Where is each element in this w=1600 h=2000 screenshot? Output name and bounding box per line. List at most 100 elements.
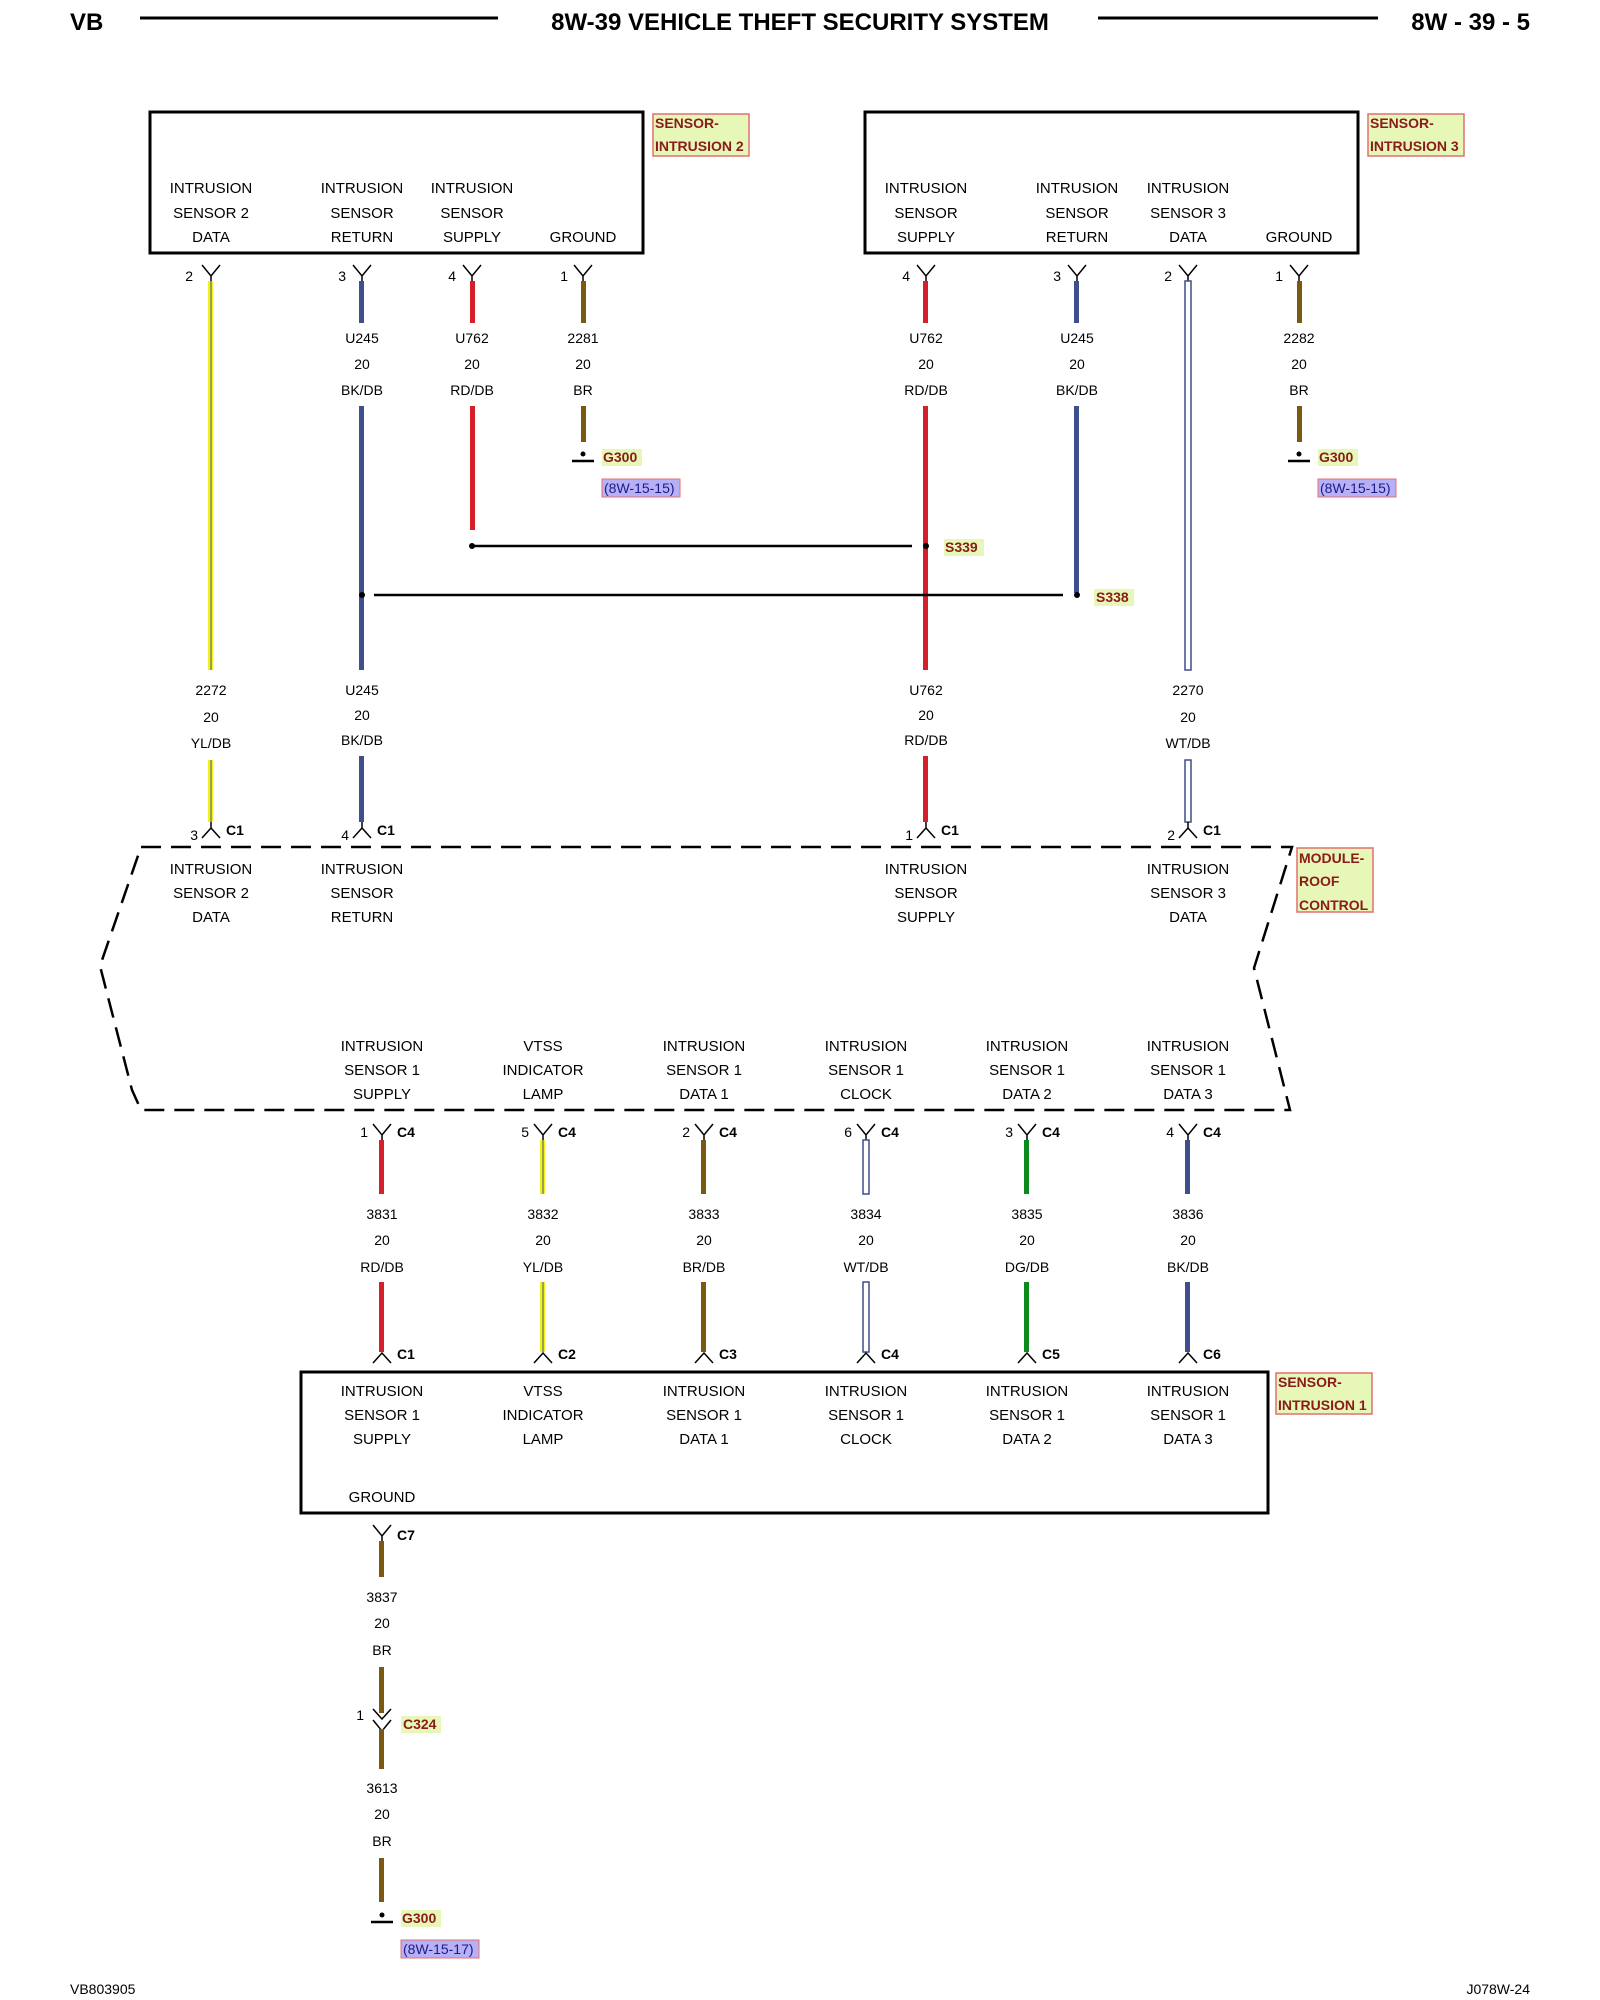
wire-circuit: U762: [909, 330, 943, 346]
wire-u762-sensor2[interactable]: [470, 281, 475, 530]
module-c1-pin-labels: 3 C1 4 C1 1 C1 2 C1: [190, 822, 1221, 843]
wire-color: RD/DB: [450, 382, 494, 398]
pin-symbol: [1067, 264, 1087, 283]
pin-symbol: [916, 264, 936, 283]
pin-number: 4: [448, 268, 456, 284]
connector-id: C5: [1042, 1346, 1060, 1362]
tag-background: [944, 539, 984, 556]
pin-label: DATA: [1169, 909, 1207, 926]
ground-tag: G300: [603, 449, 637, 465]
wire-fill: [379, 1858, 384, 1902]
sensor-intrusion-2-tag[interactable]: SENSOR- INTRUSION 2: [652, 113, 750, 157]
pin-label: SENSOR 1: [666, 1062, 742, 1079]
wire-color: BR: [573, 382, 592, 398]
ref-background: [1317, 478, 1397, 498]
sensor-intrusion-1-tag[interactable]: SENSOR- INTRUSION 1: [1275, 1372, 1373, 1415]
wire-2282[interactable]: [1297, 281, 1302, 442]
splice-tag: S339: [945, 539, 978, 555]
connector-id: C4: [1042, 1124, 1060, 1140]
wire-3831[interactable]: [379, 1140, 384, 1352]
splice-s339[interactable]: S339: [469, 539, 984, 556]
pin-symbol: [1289, 264, 1309, 283]
wire-3613[interactable]: [379, 1729, 384, 1902]
ground-g300-right[interactable]: G300 (8W-15-15): [1288, 449, 1397, 498]
wire-3837[interactable]: [379, 1541, 384, 1713]
wire-circuit: 3831: [366, 1206, 397, 1222]
wire-fill: [1297, 406, 1302, 442]
wire-color: BK/DB: [341, 732, 383, 748]
wire-color: WT/DB: [1165, 735, 1210, 751]
pin-label: INTRUSION: [663, 1383, 746, 1400]
pin-symbol: [1017, 1351, 1037, 1364]
tag-line: MODULE-: [1299, 850, 1365, 866]
wire-circuit: U245: [1060, 330, 1094, 346]
sensor-intrusion-3-tag[interactable]: SENSOR- INTRUSION 3: [1367, 113, 1465, 157]
wire-color: RD/DB: [904, 732, 948, 748]
connector-id: C4: [1203, 1124, 1221, 1140]
pin-number: 3: [190, 827, 198, 843]
pin-label: SENSOR 2: [173, 885, 249, 902]
pin-label: SUPPLY: [443, 229, 501, 246]
ground-g300-bottom[interactable]: G300 (8W-15-17): [371, 1910, 480, 1959]
wire-circuit: 3837: [366, 1589, 397, 1605]
tag-background: [1094, 589, 1134, 606]
wire-fill: [379, 1140, 384, 1194]
tag-line: INTRUSION 2: [655, 138, 744, 154]
wire-3832[interactable]: [540, 1140, 545, 1352]
pin-label: SENSOR: [440, 205, 504, 222]
tag-line: INTRUSION 3: [1370, 138, 1459, 154]
module-roof-control-tag[interactable]: MODULE- ROOF CONTROL: [1296, 847, 1374, 913]
ground-g300-left[interactable]: G300 (8W-15-15): [572, 449, 681, 498]
wire-2281[interactable]: [581, 281, 586, 442]
pin-label: INDICATOR: [502, 1062, 583, 1079]
wire-circuit: 3836: [1172, 1206, 1203, 1222]
pin-label: INTRUSION: [986, 1383, 1069, 1400]
wire-u245-sensor3[interactable]: [1074, 281, 1079, 593]
wire-2270[interactable]: [1184, 280, 1192, 823]
pin-number: 4: [1166, 1124, 1174, 1140]
wire-3833[interactable]: [701, 1140, 706, 1352]
pin-label: LAMP: [523, 1086, 564, 1103]
wire-2272[interactable]: [208, 281, 213, 822]
wire-u245-sensor2[interactable]: [359, 281, 364, 822]
tag-line: SENSOR-: [655, 115, 719, 131]
wire-fill: [470, 281, 475, 323]
pin-label: RETURN: [331, 909, 394, 926]
wire-color: WT/DB: [843, 1259, 888, 1275]
wire-fill: [1024, 1140, 1029, 1194]
pin-label: SENSOR 1: [828, 1062, 904, 1079]
pin-symbol: [1017, 1123, 1037, 1142]
wire-3835[interactable]: [1024, 1140, 1029, 1352]
wire-circuit: 2270: [1172, 682, 1203, 698]
inline-connector-c324[interactable]: 1 C324: [356, 1707, 441, 1733]
pin-label: DATA 3: [1163, 1431, 1212, 1448]
wire-fill: [379, 1667, 384, 1713]
wire-fill: [1074, 406, 1079, 593]
wire-gauge: 20: [1069, 356, 1085, 372]
pin-label: INTRUSION: [885, 180, 968, 197]
tag-background: [1318, 449, 1358, 466]
wire-fill: [359, 281, 364, 323]
wire-fill: [1074, 281, 1079, 323]
wire-fill: [701, 1282, 706, 1352]
connector-id: C4: [881, 1346, 899, 1362]
upper-wire-labels: U245 20 BK/DB U762 20 RD/DB 2281 20 BR U…: [341, 330, 1315, 398]
ground-dot: [580, 451, 586, 457]
wire-color: BR/DB: [683, 1259, 726, 1275]
pin-label: DATA 2: [1002, 1086, 1051, 1103]
wire-u762-sensor3[interactable]: [923, 281, 928, 822]
pin-label: INTRUSION: [825, 1383, 908, 1400]
ground-tag: G300: [1319, 449, 1353, 465]
pin-label: SENSOR 1: [989, 1062, 1065, 1079]
middle-wire-labels: 2272 20 YL/DB U245 20 BK/DB U762 20 RD/D…: [191, 682, 1211, 751]
wire-fill: [1184, 759, 1192, 823]
pin-symbol: [372, 1123, 392, 1142]
splice-s338[interactable]: S338: [359, 589, 1134, 606]
wire-3836[interactable]: [1185, 1140, 1190, 1352]
pin-number: 2: [1164, 268, 1172, 284]
wire-gauge: 20: [354, 707, 370, 723]
tag-background: [1275, 1372, 1373, 1415]
pin-symbol: [352, 822, 372, 839]
wire-color: BK/DB: [341, 382, 383, 398]
